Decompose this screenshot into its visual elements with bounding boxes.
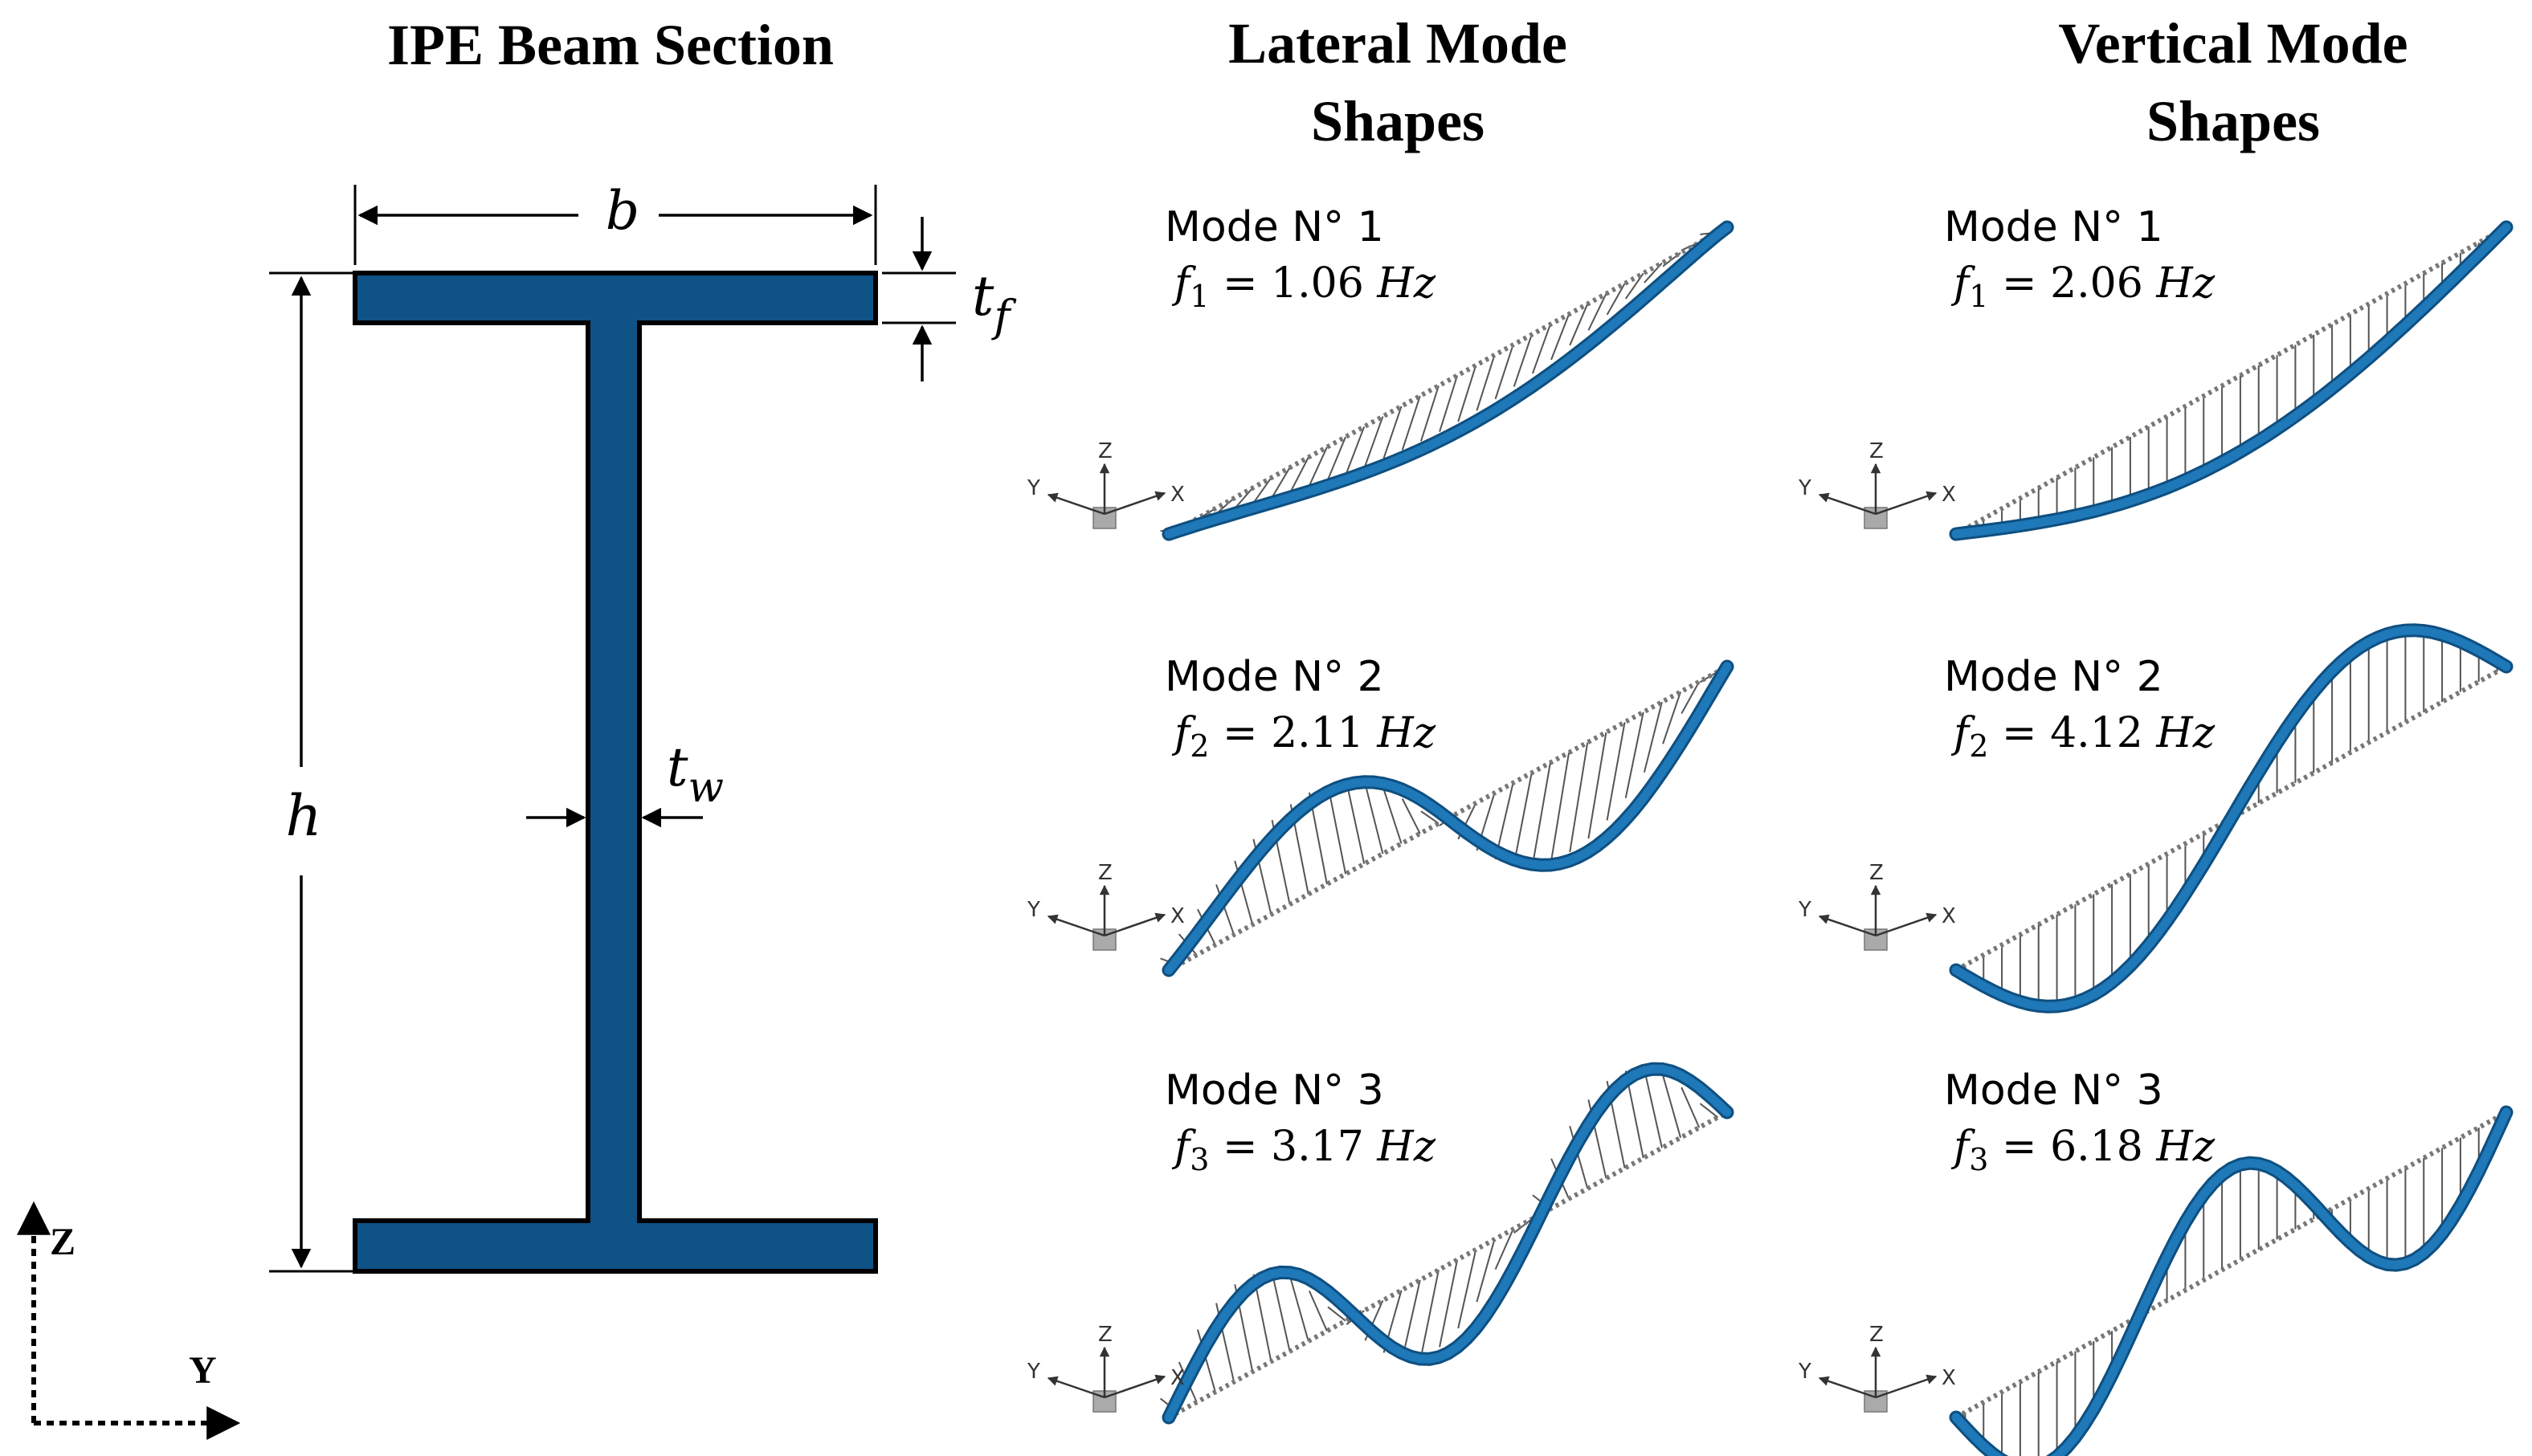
lateral-title-line2: Shapes	[1311, 89, 1484, 153]
vertical-mode-1: Mode N° 1 f1 = 2.06 Hz Z Y X	[1798, 203, 2514, 541]
lateral-mode-1-frequency: f1 = 1.06 Hz	[1171, 259, 1436, 314]
vertical-title-line2: Shapes	[2146, 89, 2320, 153]
triad-x-label: X	[1942, 1366, 1956, 1390]
lateral-mode-2-frequency: f2 = 2.11 Hz	[1171, 709, 1436, 764]
triad-y-label: Y	[1798, 898, 1811, 922]
triad-z-label: Z	[1869, 861, 1884, 885]
global-axes: Z Y	[16, 1201, 241, 1440]
triad-y-label: Y	[1798, 476, 1811, 500]
lateral-mode-1-triad: Z Y X	[1027, 439, 1185, 529]
dimension-tf: tf	[882, 217, 1016, 381]
triad-y-label: Y	[1027, 1360, 1040, 1384]
dimension-h: h	[269, 271, 353, 1273]
axis-y-label: Y	[189, 1349, 217, 1392]
lateral-mode-2-label: Mode N° 2	[1165, 653, 1384, 701]
vertical-mode-2-triad: Z Y X	[1798, 861, 1956, 951]
triad-x-label: X	[1942, 904, 1956, 928]
vertical-mode-1-label: Mode N° 1	[1944, 203, 2163, 251]
vertical-mode-2-undeformed	[1954, 664, 2508, 973]
section-title: IPE Beam Section	[387, 13, 834, 77]
vertical-mode-3: Mode N° 3 f3 = 6.18 Hz Z Y X	[1798, 1067, 2514, 1456]
triad-x-label: X	[1170, 483, 1185, 507]
lateral-mode-1: Mode N° 1 f1 = 1.06 Hz Z Y X	[1027, 203, 1734, 541]
vertical-mode-2-deformed-beam	[1951, 626, 2511, 1011]
lateral-mode-3-label: Mode N° 3	[1165, 1067, 1384, 1115]
lateral-mode-2-triad: Z Y X	[1027, 861, 1185, 951]
lateral-mode-2-shape	[1160, 659, 1734, 977]
lateral-mode-2: Mode N° 2 f2 = 2.11 Hz Z Y X	[1027, 653, 1734, 977]
vertical-mode-1-triad: Z Y X	[1798, 439, 1956, 529]
dim-label-h: h	[285, 783, 321, 849]
lateral-mode-1-deformed-beam	[1164, 222, 1732, 539]
triad-z-label: Z	[1869, 1323, 1884, 1347]
lateral-mode-1-undeformed	[1167, 225, 1729, 536]
i-beam-shape	[353, 271, 878, 1274]
vertical-mode-3-shape	[1949, 1105, 2514, 1456]
triad-y-label: Y	[1798, 1360, 1811, 1384]
dim-label-b: b	[606, 180, 639, 242]
vertical-mode-1-frequency: f1 = 2.06 Hz	[1950, 259, 2216, 314]
triad-x-label: X	[1170, 1366, 1185, 1390]
vertical-mode-1-shape	[1949, 220, 2514, 541]
triad-x-label: X	[1170, 904, 1185, 928]
vertical-mode-2-label: Mode N° 2	[1944, 653, 2163, 701]
lateral-mode-3-deformed-beam	[1164, 1064, 1732, 1422]
dimension-b: b	[353, 180, 877, 265]
triad-x-label: X	[1942, 483, 1956, 507]
triad-z-label: Z	[1098, 439, 1113, 463]
dimension-tw: tw	[526, 736, 724, 828]
triad-z-label: Z	[1098, 1323, 1113, 1347]
lateral-mode-1-shape	[1160, 220, 1734, 541]
lateral-mode-3-undeformed	[1167, 1110, 1729, 1420]
dim-label-tf: tf	[972, 265, 1016, 341]
vertical-mode-3-deformed-beam	[1951, 1107, 2511, 1456]
lateral-title-line1: Lateral Mode	[1228, 11, 1567, 75]
triad-y-label: Y	[1027, 898, 1040, 922]
lateral-mode-3-frequency: f3 = 3.17 Hz	[1171, 1123, 1436, 1177]
dim-label-tw: tw	[667, 736, 724, 812]
lateral-mode-3-triad: Z Y X	[1027, 1323, 1185, 1413]
lateral-mode-3-shape	[1159, 1062, 1734, 1425]
vertical-mode-1-deformed-beam	[1951, 222, 2511, 539]
axis-z-label: Z	[50, 1221, 76, 1263]
vertical-mode-2-frequency: f2 = 4.12 Hz	[1950, 709, 2216, 764]
mode-shape-panels: Mode N° 1 f1 = 1.06 Hz Z Y X Mode N° 2 f2 = 2.…	[1027, 203, 2514, 1456]
vertical-mode-2-shape	[1949, 623, 2514, 1013]
triad-z-label: Z	[1869, 439, 1884, 463]
vertical-mode-3-frequency: f3 = 6.18 Hz	[1950, 1123, 2216, 1177]
lateral-mode-3: Mode N° 3 f3 = 3.17 Hz Z Y X	[1027, 1062, 1734, 1425]
triad-z-label: Z	[1098, 861, 1113, 885]
triad-y-label: Y	[1027, 476, 1040, 500]
vertical-title-line1: Vertical Mode	[2058, 11, 2407, 75]
lateral-mode-2-deformed-beam	[1164, 662, 1732, 975]
vertical-mode-3-triad: Z Y X	[1798, 1323, 1956, 1413]
vertical-mode-2: Mode N° 2 f2 = 4.12 Hz Z Y X	[1798, 623, 2514, 1013]
vertical-mode-3-label: Mode N° 3	[1944, 1067, 2163, 1115]
lateral-mode-2-undeformed	[1167, 664, 1729, 973]
ipe-beam-section	[353, 271, 878, 1274]
lateral-mode-1-label: Mode N° 1	[1165, 203, 1384, 251]
